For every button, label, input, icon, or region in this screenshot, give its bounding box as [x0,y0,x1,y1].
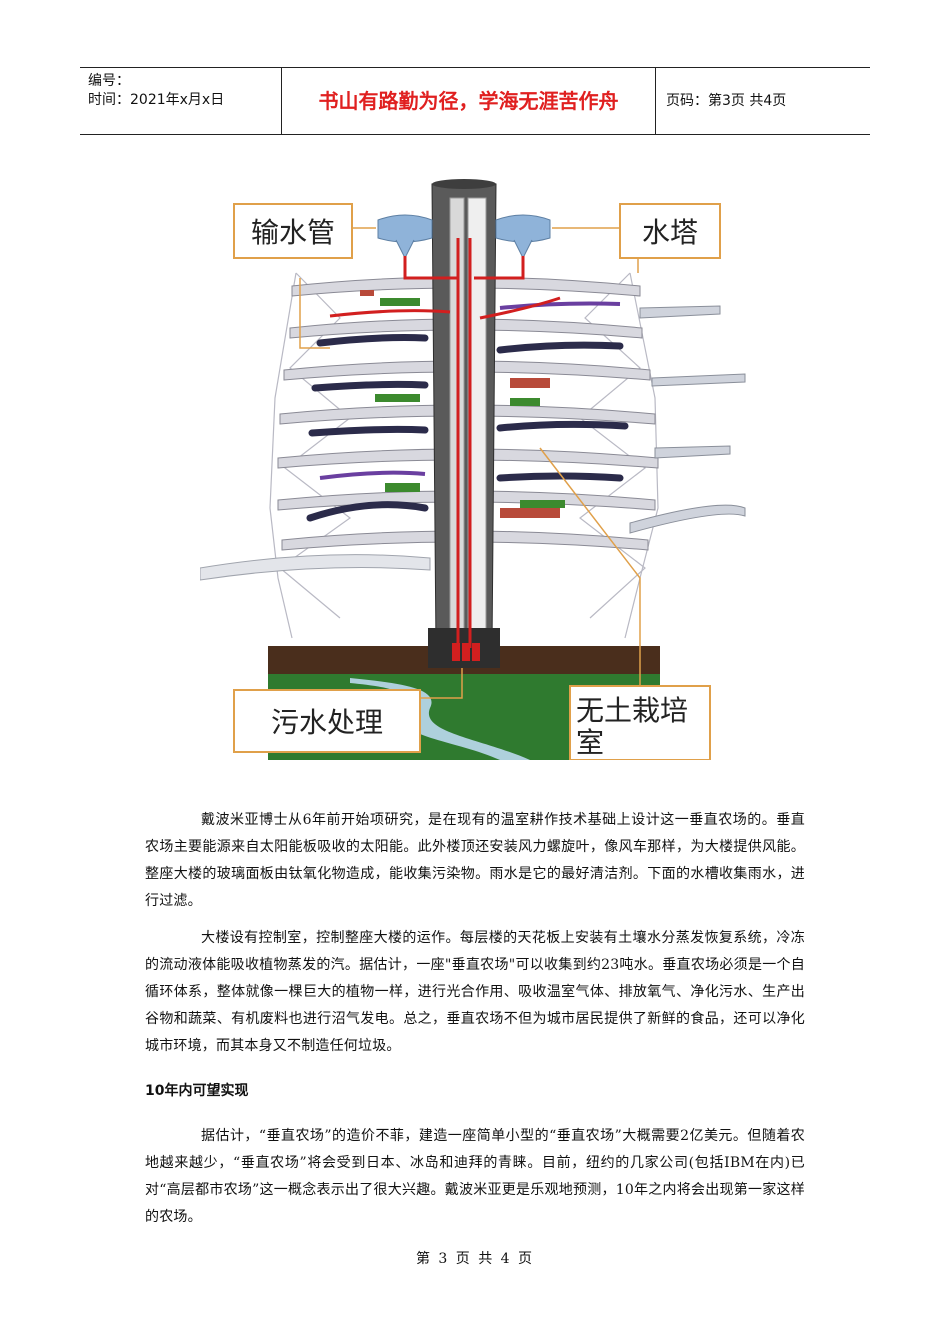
vertical-farm-diagram: 输水管 水塔 污水处理 无土栽培 室 [200,178,750,760]
label-soilless: 无土栽培 室 [569,685,711,760]
red-planters [360,290,560,518]
label-soilless-line1: 无土栽培 [576,694,688,727]
header-meta-cell: 编号： 时间：2021年x月x日 [80,68,282,134]
label-water-pipe-text: 输水管 [251,216,335,249]
label-soilless-line2: 室 [576,726,604,759]
document-header: 编号： 时间：2021年x月x日 书山有路勤为径，学海无涯苦作舟 页码：第3页 … [80,67,870,135]
water-tank-right [495,214,551,243]
label-water-pipe: 输水管 [233,203,353,259]
left-swoosh [200,554,431,581]
section-heading: 10年内可望实现 [145,1083,249,1099]
right-decks [629,305,746,534]
plants [375,298,565,508]
pump-units [452,643,480,661]
purple-trays [319,301,621,480]
label-sewage-text: 污水处理 [271,706,383,739]
page-footer: 第 3 页 共 4 页 [415,1251,535,1267]
header-motto: 书山有路勤为径，学海无涯苦作舟 [282,68,656,134]
dark-ducts [306,334,629,522]
paragraph-2: 大楼设有控制室，控制整座大楼的运作。每层楼的天花板上安装有土壤水分蒸发恢复系统，… [145,930,805,1054]
header-page-info: 页码：第3页 共4页 [666,93,787,109]
label-sewage: 污水处理 [233,689,421,753]
paragraph-1: 戴波米亚博士从6年前开始项研究，是在现有的温室耕作技术基础上设计这一垂直农场的。… [145,812,805,909]
paragraph-3: 据估计，“垂直农场”的造价不菲，建造一座简单小型的“垂直农场”大概需要2亿美元。… [145,1128,805,1225]
tower-top [432,179,496,189]
water-pipe-red [329,238,561,648]
water-tank-left [377,214,433,243]
label-water-tower-text: 水塔 [642,216,698,249]
label-water-tower: 水塔 [619,203,721,259]
time-label: 时间：2021年x月x日 [88,92,225,108]
number-label: 编号： [88,73,130,89]
callout-lines [299,227,641,699]
